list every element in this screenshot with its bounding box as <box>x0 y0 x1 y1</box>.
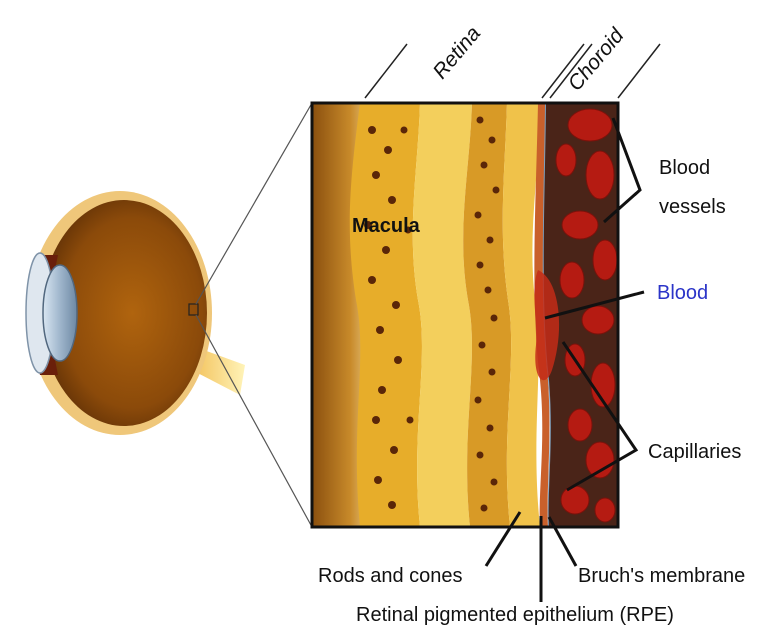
retina-fiber-layer <box>413 103 472 527</box>
macula-label: Macula <box>352 214 420 238</box>
zoom-line-top <box>196 103 312 304</box>
capillaries-label: Capillaries <box>648 440 741 464</box>
retina-bracket-left <box>365 44 407 98</box>
bruchs-membrane-label: Bruch's membrane <box>578 564 745 588</box>
retina-ganglion-layer <box>350 103 422 527</box>
choroid-bracket-right <box>618 44 660 98</box>
zoom-line-bottom <box>196 315 312 527</box>
blood-vessels-label-line1: Blood <box>659 156 710 180</box>
rpe-label: Retinal pigmented epithelium (RPE) <box>356 603 674 627</box>
blood-label: Blood <box>657 281 708 305</box>
blood-vessels-label-line2: vessels <box>659 195 726 219</box>
eyeball-illustration <box>26 191 245 435</box>
retina-nuclear-layer <box>463 103 511 527</box>
retina-magnified-panel <box>312 103 618 527</box>
lens <box>43 265 77 361</box>
rods-and-cones-label: Rods and cones <box>318 564 463 588</box>
